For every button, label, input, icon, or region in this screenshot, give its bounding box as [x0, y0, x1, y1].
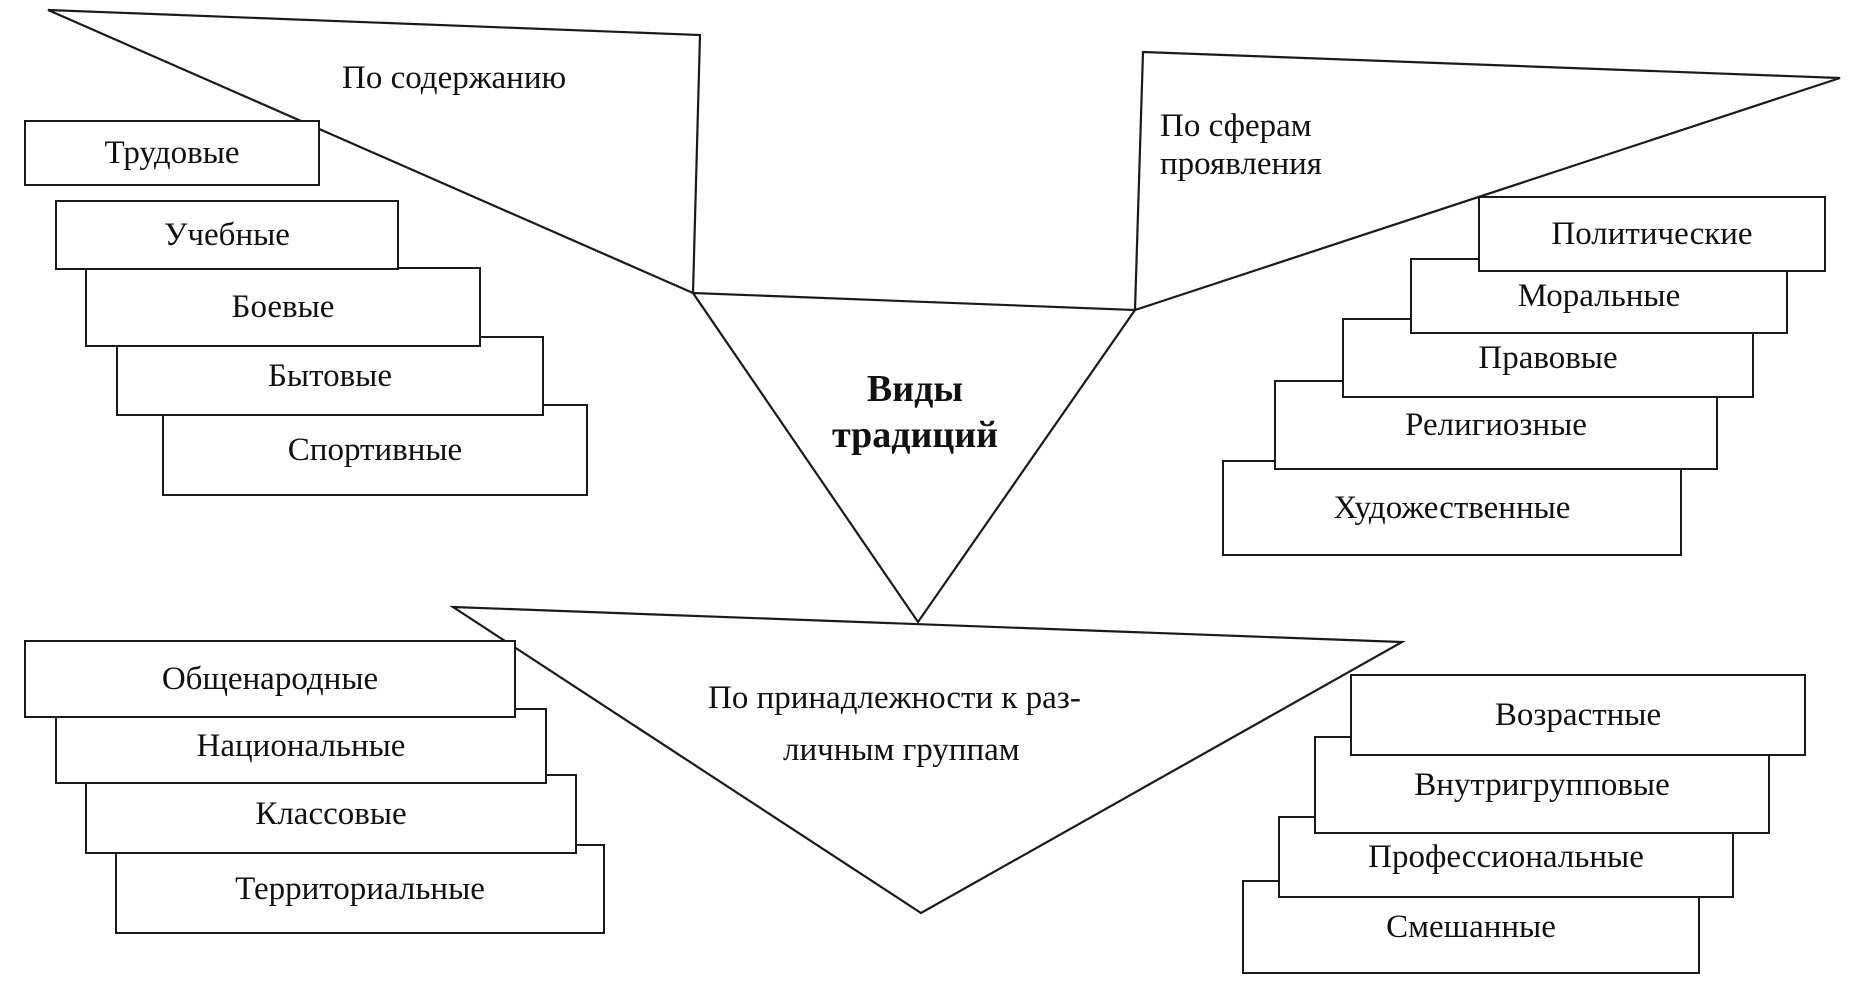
center-title-line1: Виды [866, 368, 964, 410]
content-item-box: Бытовые [116, 336, 544, 416]
content-triangle [47, 8, 702, 295]
center-title: Виды традиций [795, 366, 1035, 458]
groups-left-item-box: Национальные [55, 708, 547, 784]
groups-right-item-box: Возрастные [1350, 674, 1806, 756]
content-item-box: Боевые [85, 267, 481, 347]
content-item-box: Учебные [55, 200, 399, 270]
center-triangle [690, 291, 1138, 624]
groups-left-item-box: Классовые [85, 774, 577, 854]
groups-left-item-box: Общенародные [24, 640, 516, 718]
groups-branch-title-line2: личным группам [783, 732, 1020, 768]
groups-left-item-box: Территориальные [115, 844, 605, 934]
spheres-item-box: Политические [1478, 196, 1826, 272]
content-branch-title: По содержанию [342, 60, 567, 96]
center-title-line2: традиций [831, 414, 999, 456]
spheres-branch-title-line1: По сферам [1160, 108, 1312, 144]
groups-triangle [449, 605, 1406, 915]
spheres-branch-title-line2: проявления [1160, 146, 1322, 182]
content-item-box: Спортивные [162, 404, 588, 496]
spheres-triangle [1133, 50, 1841, 312]
groups-branch-title-line1: По принадлежности к раз- [708, 680, 1081, 716]
spheres-item-box: Художественные [1222, 460, 1682, 556]
content-item-box: Трудовые [24, 120, 320, 186]
